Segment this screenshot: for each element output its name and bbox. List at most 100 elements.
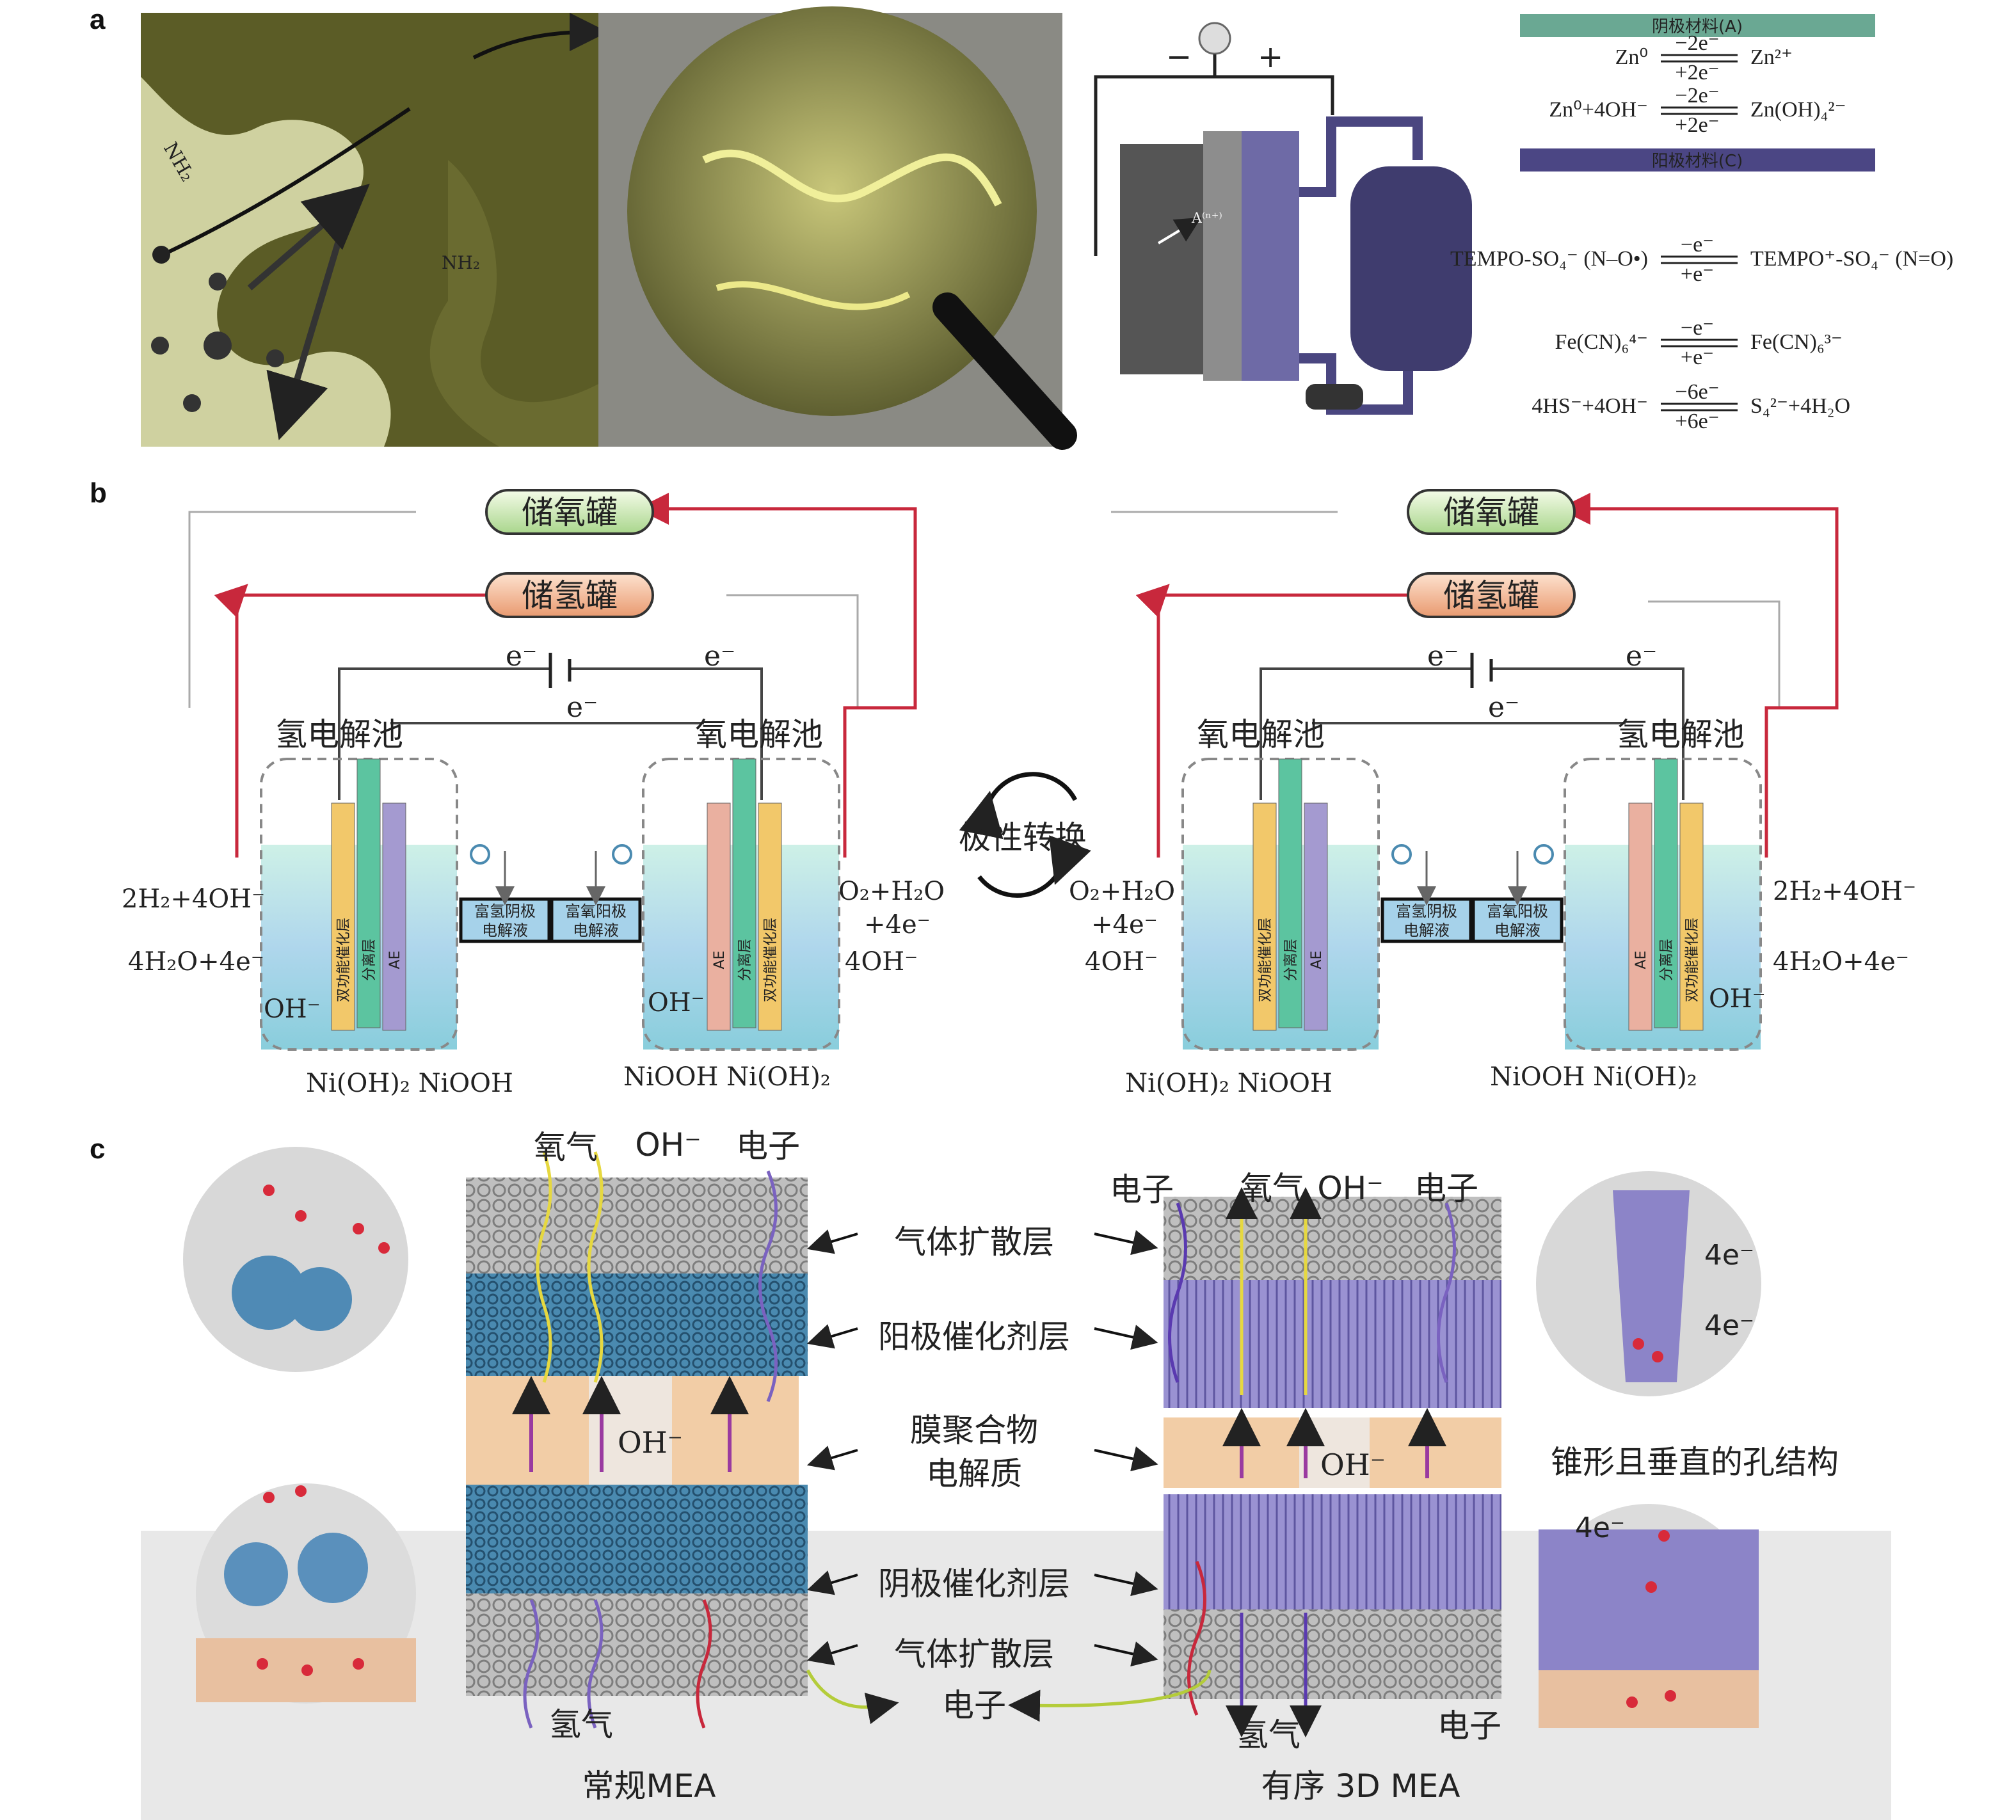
pointer-arrow — [806, 1324, 858, 1349]
membrane-oh-label: OH⁻ — [1320, 1448, 1386, 1482]
equation-product: Fe(CN)₆³⁻ — [1750, 330, 1843, 354]
gas-line-red — [214, 584, 493, 858]
oxygen-tank: 储氧罐 — [1443, 494, 1539, 531]
hydrogen-tank-shape — [485, 572, 654, 618]
layer-label-membrane2: 电解质 — [926, 1455, 1022, 1492]
equation-reactant: Fe(CN)₆⁴⁻ — [1555, 330, 1648, 354]
electrolysis-cell — [1564, 758, 1762, 1051]
layer-label-gdl_top: 气体扩散层 — [894, 1224, 1054, 1261]
equation-reverse-label: +2e⁻ — [1675, 113, 1719, 137]
nickel-reaction: Ni(OH)₂ NiOOH — [1125, 1069, 1332, 1098]
flow-battery-schematic: − + A⁽ⁿ⁺⁾ — [1094, 22, 1472, 415]
electrode-layer-label: 双功能催化层 — [1684, 918, 1700, 1002]
equation-forward-label: −6e⁻ — [1675, 380, 1719, 404]
reaction-text: 4H₂O+4e⁻ — [128, 947, 264, 977]
polarity-switch-label: 极性转换 — [959, 819, 1087, 856]
lightbulb-icon — [1198, 22, 1231, 55]
pointer-arrow — [1094, 1446, 1158, 1472]
cell-label-right: 氧电解池 — [695, 716, 823, 753]
electrolyte-tank-label: 电解液 — [1494, 922, 1540, 939]
pump-icon — [1391, 844, 1412, 865]
electrolysis-cell — [1181, 758, 1380, 1051]
reaction-text: O₂+H₂O — [838, 877, 945, 906]
electrolyte-tank-label: 电解液 — [482, 922, 528, 939]
ordered-mea-title: 有序 3D MEA — [1261, 1768, 1460, 1805]
pump-icon — [1533, 844, 1554, 865]
cell-label-left: 氧电解池 — [1197, 716, 1325, 753]
equation-product: TEMPO⁺-SO₄⁻ (N=O) — [1750, 247, 1953, 271]
battery-minus: − — [1166, 39, 1192, 75]
reaction-text: +4e⁻ — [864, 910, 931, 939]
electrode-layer — [382, 802, 406, 1031]
electrode-layer — [732, 758, 756, 1028]
electrolyte-tank-label: 富氢阴极 — [1396, 902, 1457, 920]
oh-label: OH⁻ — [1709, 984, 1766, 1014]
reaction-text: 2H₂+4OH⁻ — [122, 884, 265, 914]
four-electron-label: 4e⁻ — [1575, 1512, 1625, 1544]
electron-label: e⁻ — [566, 691, 598, 724]
electrode-layer — [331, 802, 355, 1031]
magnified-circles — [183, 1147, 1761, 1728]
oxygen-label: 氧气 — [1240, 1170, 1304, 1207]
layer-label-electron: 电子 — [942, 1687, 1006, 1724]
battery-icon — [1470, 653, 1493, 688]
gas-line-red — [637, 493, 917, 858]
electrode-layer-label: AE — [1633, 951, 1649, 970]
electrode-layer — [707, 802, 731, 1031]
four-electron-label: 4e⁻ — [1704, 1239, 1754, 1272]
electrolyte-tank-label: 电解液 — [1404, 922, 1450, 939]
electrolysis-cell — [260, 758, 458, 1051]
conventional-mea: OH⁻ — [466, 1151, 808, 1728]
membrane-photo — [598, 6, 1077, 450]
electrode-layer — [1304, 802, 1328, 1031]
electrolyte-tank — [550, 897, 642, 943]
battery-plus: + — [1258, 39, 1283, 75]
pointer-arrow — [1094, 1571, 1158, 1597]
gas-pipe — [188, 511, 416, 708]
panel-label-b: b — [90, 477, 107, 509]
electrode-layer-label: AE — [387, 951, 403, 970]
reaction-text: +4e⁻ — [1091, 910, 1158, 939]
panel-label-c: c — [90, 1133, 105, 1165]
electrode-layer — [1679, 802, 1704, 1031]
electron-label: e⁻ — [1488, 691, 1519, 724]
cell-label-right: 氢电解池 — [1617, 716, 1745, 753]
equation-reactant: 4HS⁻+4OH⁻ — [1532, 394, 1648, 418]
electrolysis-cell — [642, 758, 840, 1051]
pointer-arrow — [806, 1570, 858, 1595]
reaction-text: 4OH⁻ — [1085, 947, 1158, 977]
redox-equations: 阴极材料(A) 阳极材料(C) Zn⁰−2e⁻+2e⁻Zn²⁺Zn⁰+4OH⁻−… — [1450, 14, 1953, 433]
cell-label-left: 氢电解池 — [275, 716, 403, 753]
battery-icon — [548, 653, 572, 688]
electrode-layer — [1278, 758, 1302, 1028]
polarity-switch: 极性转换 — [959, 772, 1091, 898]
equation-product: Zn²⁺ — [1750, 45, 1793, 69]
electron-label: 电子 — [736, 1128, 800, 1165]
electron-label: 电子 — [1110, 1171, 1174, 1208]
ordered-3d-mea: OH⁻ — [1164, 1187, 1501, 1737]
cathode-material-header-bar — [1520, 148, 1875, 172]
equation-reactant: Zn⁰ — [1615, 45, 1648, 69]
equation-forward-label: −2e⁻ — [1675, 84, 1719, 108]
hydrogen-tank: 储氢罐 — [1443, 577, 1539, 614]
electron-path-left — [806, 1669, 899, 1725]
hydrogen-label: 氢气 — [1236, 1716, 1300, 1753]
electrode-layer — [1628, 802, 1652, 1031]
reaction-text: 4H₂O+4e⁻ — [1773, 947, 1909, 977]
membrane-oh-label: OH⁻ — [618, 1425, 683, 1460]
oh-label: OH⁻ — [264, 994, 321, 1024]
oxygen-label: 氧气 — [534, 1129, 598, 1166]
electron-path-right — [1008, 1670, 1212, 1722]
oxygen-tank: 储氧罐 — [522, 494, 618, 531]
gas-pipe — [726, 594, 859, 708]
four-electron-label: 4e⁻ — [1704, 1309, 1754, 1342]
circuit-wire — [1260, 667, 1684, 800]
oh-label: OH⁻ — [648, 988, 705, 1018]
electrode-layer-label: AE — [1309, 951, 1325, 970]
electrode-layer-label: 双功能催化层 — [336, 918, 352, 1002]
nickel-reaction: NiOOH Ni(OH)₂ — [623, 1062, 831, 1092]
hydrogen-tank: 储氢罐 — [522, 577, 618, 614]
layer-label-cathode: 阴极催化剂层 — [878, 1565, 1070, 1602]
electrolyte-tank-label: 富氧阳极 — [1487, 902, 1548, 920]
